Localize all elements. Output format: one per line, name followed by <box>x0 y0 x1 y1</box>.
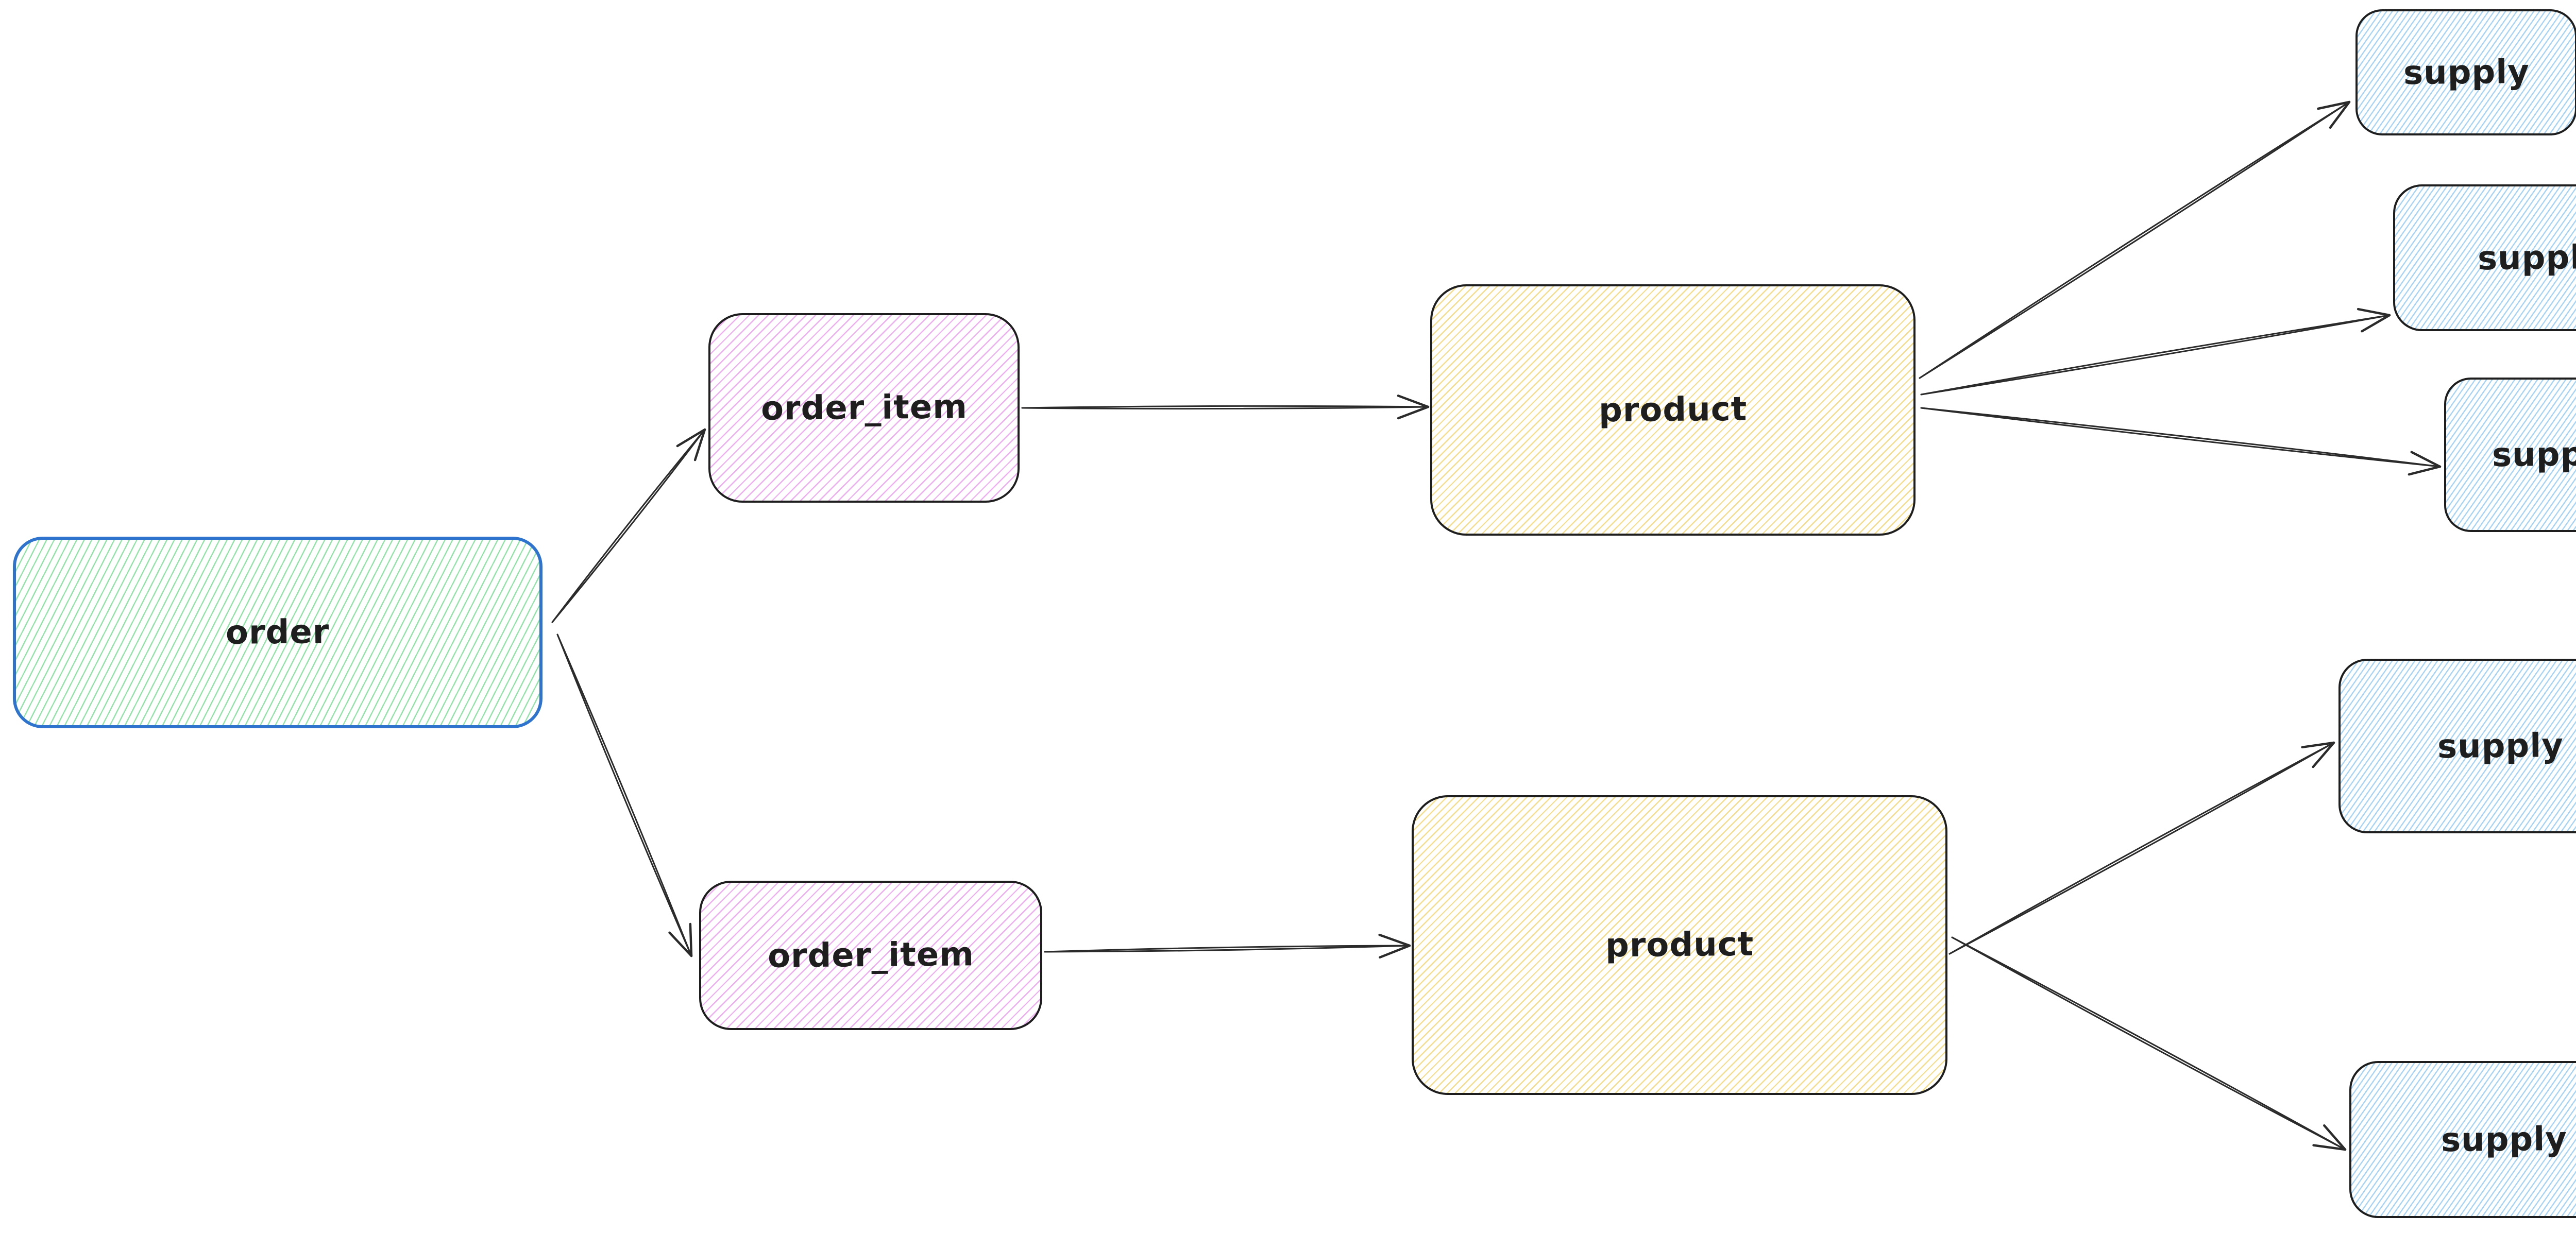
node-supply_3[interactable]: supply <box>2444 378 2576 532</box>
node-label-order: order <box>226 613 330 652</box>
node-order_item_top[interactable]: order_item <box>708 313 1020 503</box>
node-label-supply_1: supply <box>2403 53 2530 92</box>
node-supply_1[interactable]: supply <box>2355 9 2576 135</box>
node-supply_2[interactable]: supply <box>2393 184 2576 331</box>
node-label-supply_4: supply <box>2437 726 2564 766</box>
node-label-supply_5: supply <box>2441 1120 2567 1159</box>
node-order[interactable]: order <box>13 537 543 728</box>
node-supply_4[interactable]: supply <box>2338 659 2576 833</box>
node-label-product_top: product <box>1598 390 1748 430</box>
node-label-order_item_bottom: order_item <box>767 935 974 975</box>
node-label-supply_3: supply <box>2492 435 2576 475</box>
node-supply_5[interactable]: supply <box>2349 1061 2576 1218</box>
node-label-order_item_top: order_item <box>760 388 968 428</box>
node-label-supply_2: supply <box>2477 238 2576 278</box>
node-product_top[interactable]: product <box>1430 284 1916 536</box>
node-label-product_bottom: product <box>1605 925 1754 965</box>
node-product_bottom[interactable]: product <box>1412 795 1947 1095</box>
node-order_item_bottom[interactable]: order_item <box>699 881 1042 1030</box>
